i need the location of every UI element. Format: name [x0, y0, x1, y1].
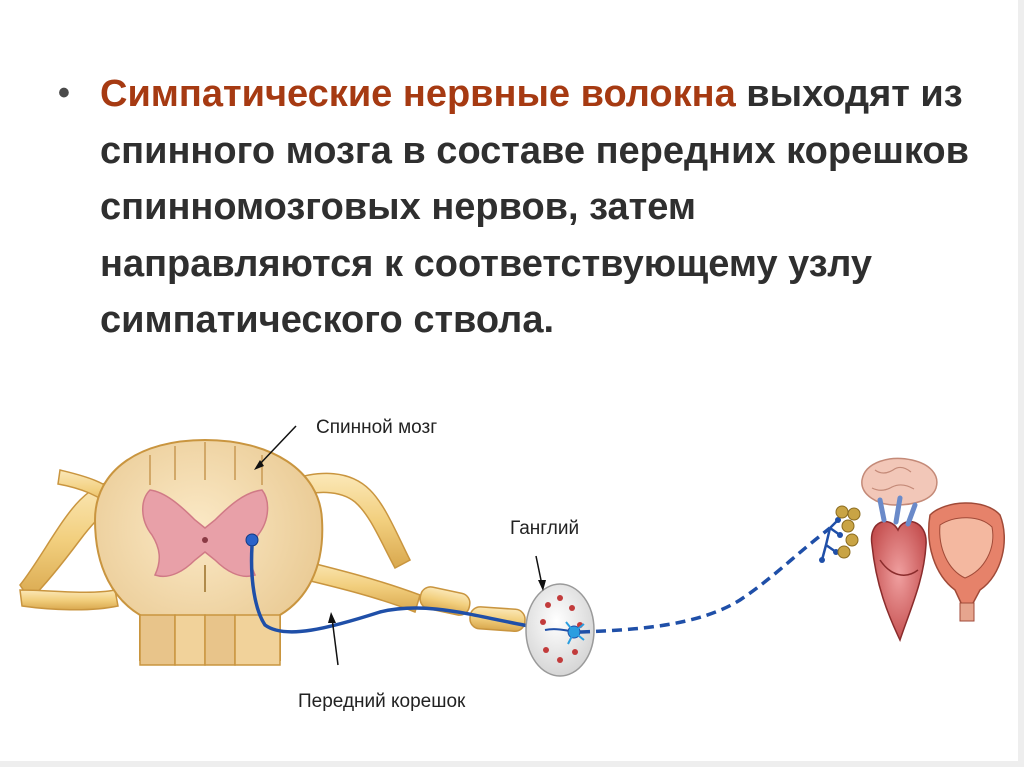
sympathetic-ganglion [525, 583, 595, 677]
fiber-terminals [819, 517, 843, 563]
body-text-rest: выходят из спинного мозга в составе пере… [100, 73, 969, 341]
preganglionic-fiber [249, 545, 541, 634]
slide-body-text: Симпатические нервные волокна выходят из… [100, 66, 970, 349]
label-ganglion: Ганглий [510, 518, 580, 539]
label-anterior-root: Передний корешок [298, 691, 466, 712]
spinal-cord [93, 438, 324, 666]
postganglionic-fiber [579, 526, 832, 634]
heart-organ [870, 495, 927, 642]
target-cells [835, 505, 861, 559]
bladder-organ [928, 502, 1005, 622]
label-spinal-cord: Спинной мозг [316, 417, 438, 438]
bullet-point: • [58, 74, 70, 112]
highlighted-term: Симпатические нервные волокна [100, 73, 736, 115]
pointer-arrows [254, 425, 546, 666]
